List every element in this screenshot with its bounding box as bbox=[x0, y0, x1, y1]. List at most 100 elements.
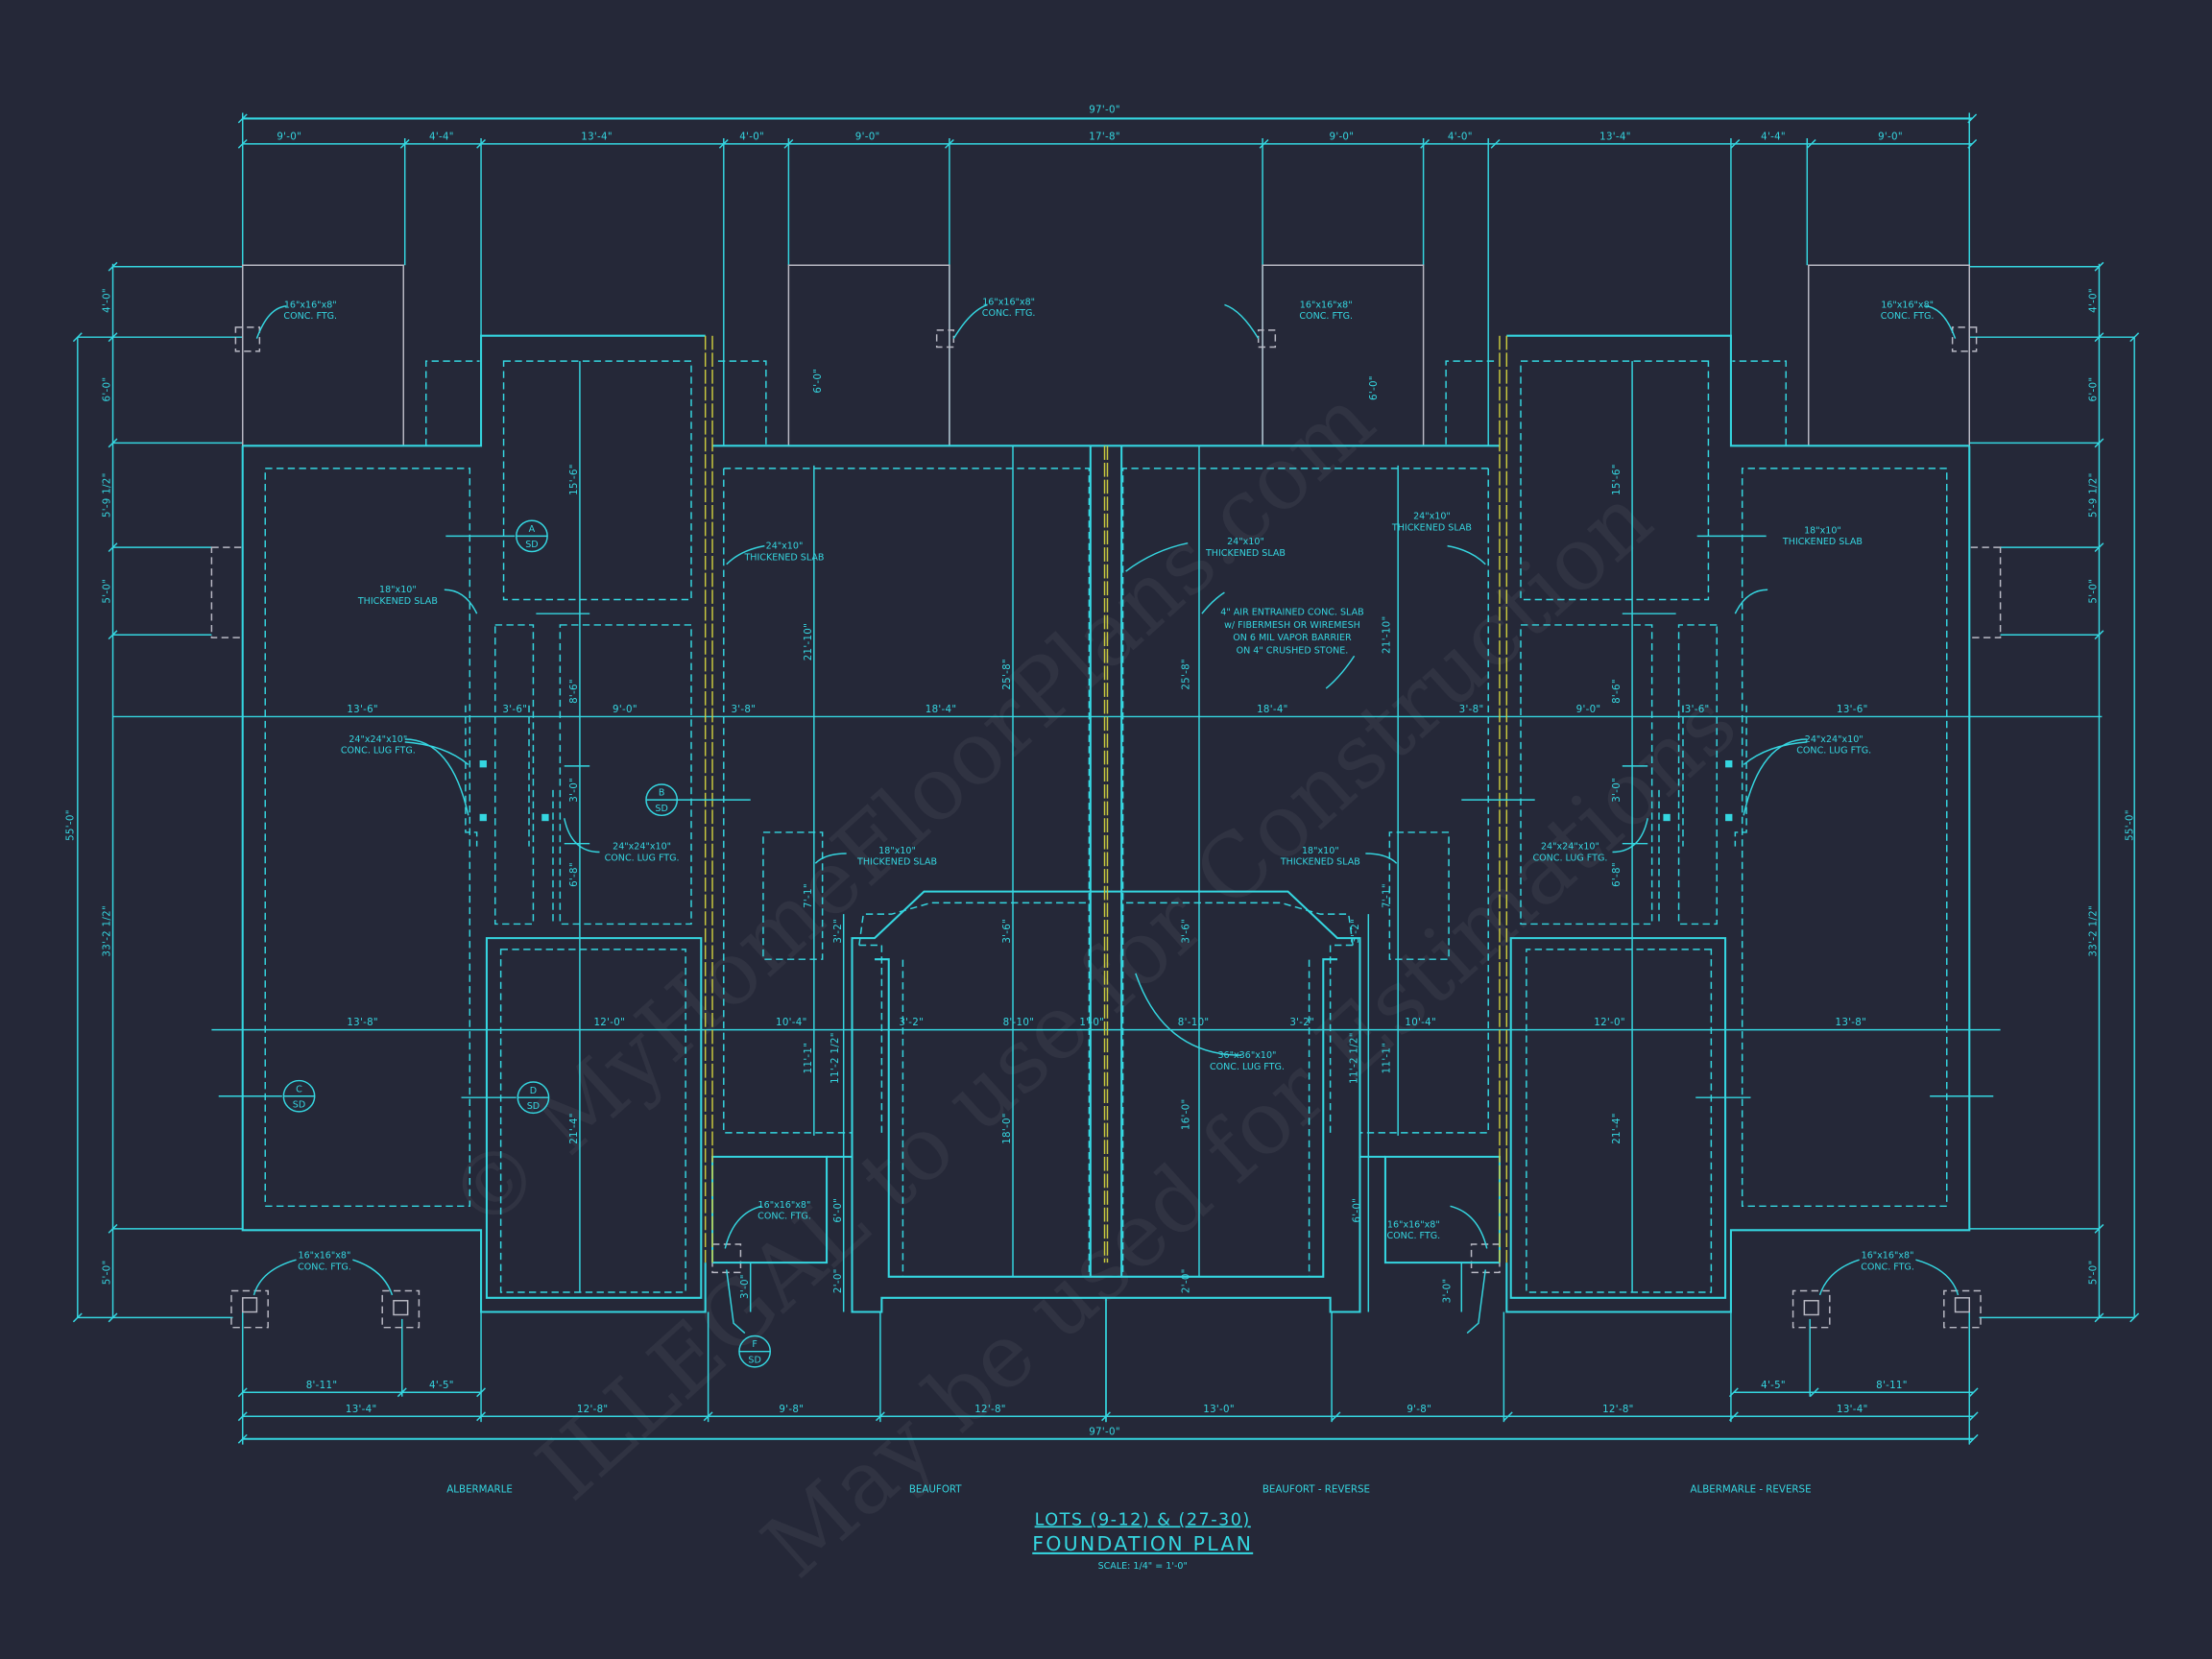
dimension-label: 3'-8" bbox=[731, 704, 756, 715]
dimension-tick bbox=[1968, 1433, 1979, 1444]
dimension-label: 4'-4" bbox=[429, 131, 454, 142]
dimension-label: 18'-4" bbox=[926, 704, 957, 715]
lug-footing-note: 24"x24"x10" bbox=[1541, 842, 1599, 853]
section-marker: B SD bbox=[645, 783, 679, 817]
dimension-label: 6'-0" bbox=[102, 377, 113, 402]
section-letter: D bbox=[530, 1086, 537, 1096]
dimension-label: 3'-6" bbox=[1685, 704, 1710, 715]
footing-note: CONC. FTG. bbox=[1881, 311, 1935, 322]
dimension-label: 3'-2" bbox=[832, 919, 844, 944]
slab-spec-note: ON 4" CRUSHED STONE. bbox=[1237, 645, 1349, 656]
dimension-label: 18'-4" bbox=[1257, 704, 1288, 715]
section-sheet: SD bbox=[527, 1101, 540, 1112]
plan-lots-label: LOTS (9-12) & (27-30) bbox=[1035, 1510, 1251, 1529]
unit-name: BEAUFORT bbox=[909, 1484, 962, 1496]
dimension-tick bbox=[1420, 138, 1431, 149]
dimension-tick bbox=[1259, 138, 1269, 149]
slab-spec-note: ON 6 MIL VAPOR BARRIER bbox=[1233, 633, 1352, 643]
thickened-slab-note: THICKENED SLAB bbox=[856, 857, 937, 868]
dimension-label: 55'-0" bbox=[64, 809, 76, 841]
dimension-label: 4'-0" bbox=[1448, 131, 1473, 142]
section-letter: A bbox=[529, 524, 536, 535]
dimension-label: 5'-9 1/2" bbox=[2088, 472, 2100, 517]
dimension-label: 33'-2 1/2" bbox=[102, 905, 113, 957]
thickened-slab-note: THICKENED SLAB bbox=[1391, 522, 1472, 533]
slab-spec-note: w/ FIBERMESH OR WIREMESH bbox=[1224, 620, 1360, 631]
dimension-tick bbox=[1968, 1411, 1979, 1422]
dimension-label: 21'-10" bbox=[1381, 616, 1392, 654]
dimension-label: 5'-9 1/2" bbox=[102, 472, 113, 517]
dimension-label: 8'-11" bbox=[1876, 1380, 1908, 1391]
dimension-label: 3'-0" bbox=[1611, 778, 1623, 803]
dimension-label: 3'-6" bbox=[1181, 919, 1192, 944]
dimension-label: 15'-6" bbox=[1611, 464, 1623, 495]
dimension-label: 3'-0" bbox=[739, 1274, 751, 1299]
dimension-label: 13'-4" bbox=[581, 131, 613, 142]
dimension-label: 18'-0" bbox=[1001, 1113, 1013, 1144]
dimension-label: 4'-5" bbox=[429, 1380, 454, 1391]
dimension-label: 13'-0" bbox=[1203, 1404, 1235, 1415]
dimension-label: 4'-0" bbox=[739, 131, 764, 142]
lug-footing-note: CONC. LUG FTG. bbox=[1796, 746, 1871, 757]
thickened-slab-note: 18"x10" bbox=[878, 846, 916, 856]
dimension-label: 12'-8" bbox=[577, 1404, 609, 1415]
footing-note: 16"x16"x8" bbox=[1881, 300, 1934, 310]
dimension-label: 16'-0" bbox=[1181, 1099, 1192, 1131]
dimension-tick bbox=[1806, 138, 1816, 149]
lug-footing-note: CONC. LUG FTG. bbox=[605, 853, 680, 863]
thickened-slab-note: THICKENED SLAB bbox=[1205, 548, 1286, 559]
dimension-label: 10'-4" bbox=[1405, 1017, 1436, 1028]
dimension-tick bbox=[1331, 1411, 1341, 1422]
section-marker: C SD bbox=[282, 1079, 316, 1113]
dimension-tick bbox=[1503, 1411, 1513, 1422]
thickened-slab-note: 24"x10" bbox=[1413, 512, 1451, 522]
dimension-label: 11'-2 1/2" bbox=[1349, 1032, 1360, 1084]
thickened-slab-note: 18"x10" bbox=[1302, 846, 1339, 856]
dimension-label: 5'-0" bbox=[102, 1260, 113, 1285]
dimension-label: 12'-0" bbox=[1594, 1017, 1625, 1028]
dimension-label: 21'-10" bbox=[803, 623, 814, 661]
dimension-label: 9'-0" bbox=[613, 704, 637, 715]
thickened-slab-note: THICKENED SLAB bbox=[357, 596, 438, 607]
dimension-label: 25'-8" bbox=[1001, 659, 1013, 690]
slab-spec-note: 4" AIR ENTRAINED CONC. SLAB bbox=[1220, 608, 1363, 618]
section-marker: F SD bbox=[738, 1334, 772, 1368]
dimension-label: 4'-0" bbox=[2088, 288, 2100, 313]
dimension-label: 6'-0" bbox=[2088, 377, 2100, 402]
dimension-label: 4'-0" bbox=[102, 288, 113, 313]
dimension-label: 6'-8" bbox=[1611, 862, 1623, 887]
dimension-label: 4'-5" bbox=[1761, 1380, 1786, 1391]
dimension-label: 11'-2 1/2" bbox=[830, 1032, 841, 1084]
dimension-label: 9'-8" bbox=[1407, 1404, 1431, 1415]
footing-note: 16"x16"x8" bbox=[1300, 300, 1353, 310]
thickened-slab-note: 18"x10" bbox=[379, 585, 417, 595]
section-sheet: SD bbox=[293, 1099, 305, 1110]
dimension-label: 5'-0" bbox=[2088, 579, 2100, 604]
dimension-label: 3'-8" bbox=[1459, 704, 1484, 715]
labels: 97'-0"9'-0"4'-4"13'-4"4'-0"9'-0"17'-8"9'… bbox=[64, 105, 2135, 1572]
dimension-label: 9'-0" bbox=[276, 131, 301, 142]
overall-width-bottom: 97'-0" bbox=[1089, 1426, 1120, 1437]
section-letter: C bbox=[296, 1084, 302, 1094]
footing-note: 16"x16"x8" bbox=[1387, 1219, 1440, 1230]
thickened-slab-note: 24"x10" bbox=[766, 541, 804, 552]
dimension-label: 8'-11" bbox=[306, 1380, 338, 1391]
dimension-label: 3'-2" bbox=[1350, 919, 1361, 944]
dimension-label: 7'-1" bbox=[803, 883, 814, 908]
unit-name: BEAUFORT - REVERSE bbox=[1262, 1484, 1370, 1496]
dimension-label: 13'-4" bbox=[1837, 1404, 1868, 1415]
dimension-label: 6'-0" bbox=[1368, 375, 1380, 400]
dimension-tick bbox=[1730, 138, 1741, 149]
plan-scale: SCALE: 1/4" = 1'-0" bbox=[1098, 1561, 1188, 1572]
dimension-label: 3'-6" bbox=[1001, 919, 1013, 944]
dimension-label: 3'-0" bbox=[568, 778, 580, 803]
dimension-label: 13'-4" bbox=[1599, 131, 1631, 142]
duplex-half-plan bbox=[77, 112, 1123, 1445]
dimension-label: 13'-6" bbox=[1837, 704, 1868, 715]
dimension-label: 10'-4" bbox=[776, 1017, 807, 1028]
dimension-label: 3'-2" bbox=[1289, 1017, 1314, 1028]
section-marker: A SD bbox=[516, 519, 548, 553]
thickened-slab-note: THICKENED SLAB bbox=[1280, 857, 1360, 868]
thickened-slab-note: 18"x10" bbox=[1804, 525, 1841, 536]
